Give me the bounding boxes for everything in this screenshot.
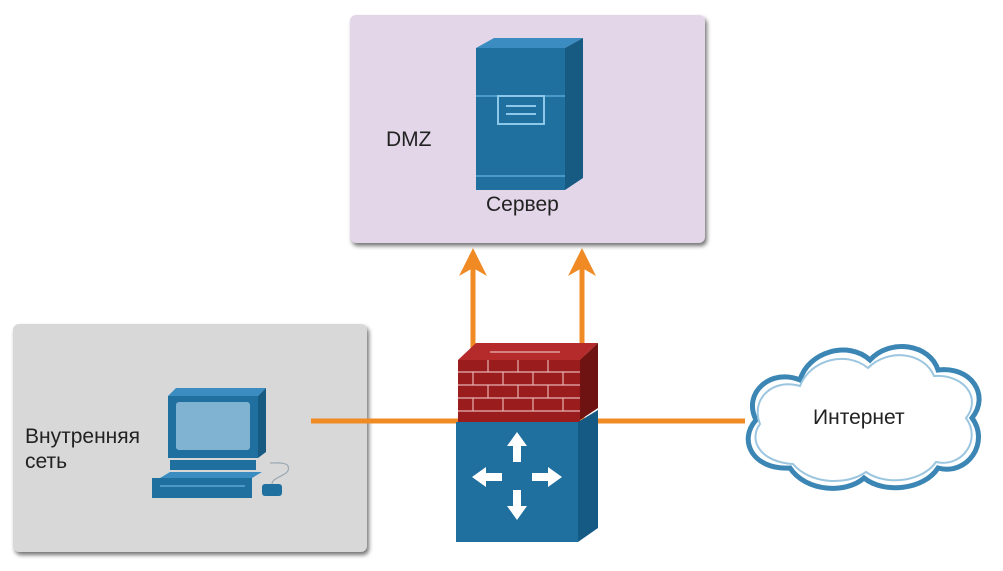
internal-network-label-line2: сеть (25, 450, 68, 473)
cloud-icon (745, 344, 982, 491)
dmz-label: DMZ (386, 128, 432, 151)
arrowhead-right (568, 248, 596, 276)
firewall-router-icon (456, 343, 598, 542)
internal-network-label: Внутренняя сеть (25, 424, 165, 474)
arrowhead-left (459, 248, 487, 276)
server-icon (476, 38, 583, 190)
internet-label: Интернет (813, 406, 905, 429)
internal-network-label-line1: Внутренняя (25, 425, 141, 448)
server-label: Сервер (486, 193, 559, 216)
desktop-computer-icon (152, 388, 290, 498)
